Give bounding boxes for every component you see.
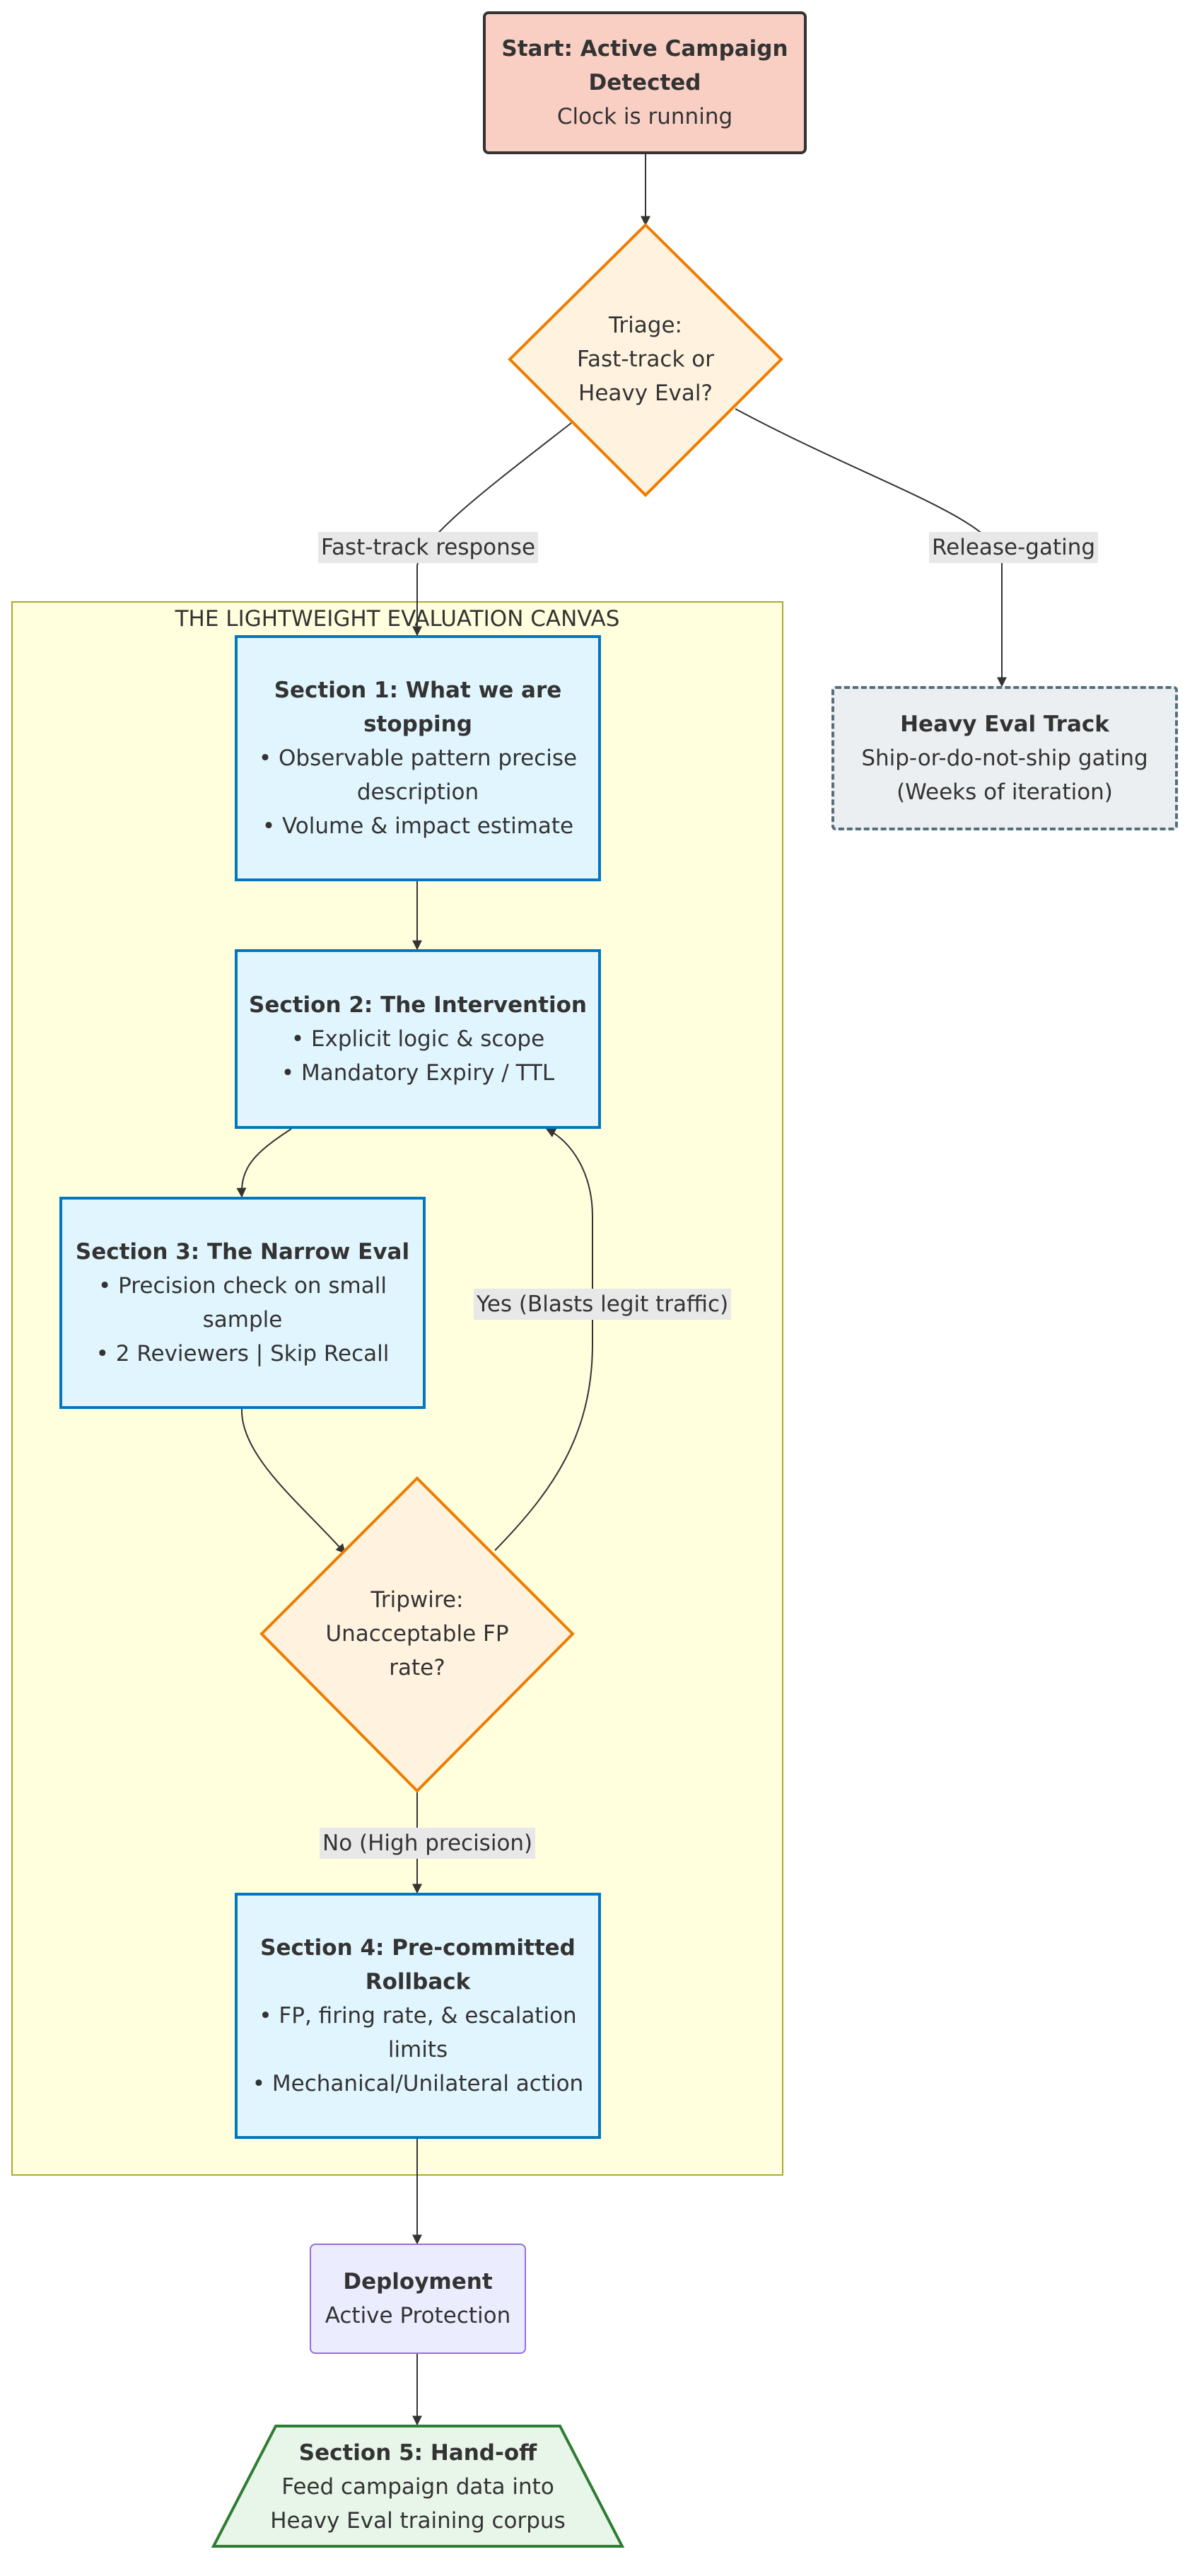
- triage-line-2: Fast-track or: [577, 347, 714, 372]
- section-2-node[interactable]: Section 2: The Intervention • Explicit l…: [235, 949, 601, 1129]
- deployment-subtitle: Active Protection: [325, 2303, 511, 2328]
- start-node-subtitle: Clock is running: [556, 104, 733, 129]
- section-5-line-1: Feed campaign data into: [281, 2474, 554, 2500]
- deployment-node[interactable]: Deployment Active Protection: [310, 2244, 526, 2354]
- section-2-bullet-1: • Explicit logic & scope: [291, 1026, 545, 1052]
- heavy-eval-line-1: Ship-or-do-not-ship gating: [861, 745, 1148, 771]
- section-5-title: Section 5: Hand-off: [298, 2440, 537, 2466]
- heavy-eval-line-2: (Weeks of iteration): [897, 779, 1113, 805]
- start-node[interactable]: Start: Active Campaign Detected Clock is…: [483, 11, 807, 154]
- edge-section3-to-tripwire: [240, 1408, 346, 1555]
- edge-tripwire-to-section2: [494, 1128, 593, 1551]
- edge-triage-to-section1: [412, 422, 572, 637]
- section-1-bullet-2: • Volume & impact estimate: [262, 813, 574, 839]
- section-4-title: Section 4: Pre-committed Rollback: [260, 1935, 576, 1995]
- triage-line-1: Triage:: [609, 313, 682, 338]
- section-2-bullet-2: • Mandatory Expiry / TTL: [281, 1060, 555, 1086]
- section-5-line-2: Heavy Eval training corpus: [270, 2508, 566, 2534]
- edge-section2-to-section3: [236, 1128, 292, 1198]
- section-3-node[interactable]: Section 3: The Narrow Eval • Precision c…: [59, 1197, 426, 1409]
- section-4-bullet-2: • Mechanical/Unilateral action: [252, 2071, 584, 2096]
- heavy-eval-title: Heavy Eval Track: [900, 712, 1109, 737]
- section-1-title: Section 1: What we are stopping: [274, 678, 562, 737]
- handoff-trapezoid: [211, 2425, 625, 2548]
- heavy-eval-track-node[interactable]: Heavy Eval Track Ship-or-do-not-ship gat…: [831, 686, 1178, 830]
- tripwire-line-1: Tripwire:: [370, 1587, 464, 1613]
- section-4-bullet-1: • FP, firing rate, & escalation limits: [259, 2003, 577, 2062]
- edge-label-yes-blasts-legit-traffic: Yes (Blasts legit traffic): [474, 1289, 732, 1320]
- section-3-bullet-2: • 2 Reviewers | Skip Recall: [95, 1341, 390, 1367]
- tripwire-line-3: rate?: [389, 1655, 445, 1681]
- deployment-title: Deployment: [343, 2269, 493, 2294]
- tripwire-diamond: [259, 1476, 575, 1793]
- section-4-node[interactable]: Section 4: Pre-committed Rollback • FP, …: [235, 1893, 601, 2139]
- section-2-title: Section 2: The Intervention: [249, 992, 587, 1018]
- section-1-bullet-1: • Observable pattern precise description: [258, 745, 578, 805]
- section-5-node[interactable]: Section 5: Hand-off Feed campaign data i…: [233, 2430, 602, 2543]
- edge-label-release-gating: Release-gating: [929, 532, 1099, 563]
- edge-label-no-high-precision: No (High precision): [320, 1828, 536, 1859]
- section-1-node[interactable]: Section 1: What we are stopping • Observ…: [235, 635, 601, 881]
- triage-line-3: Heavy Eval?: [578, 381, 713, 406]
- section-3-title: Section 3: The Narrow Eval: [75, 1239, 410, 1265]
- start-node-title: Start: Active Campaign Detected: [501, 36, 788, 95]
- triage-decision[interactable]: Triage: Fast-track or Heavy Eval?: [537, 308, 754, 410]
- tripwire-line-2: Unacceptable FP: [325, 1621, 509, 1647]
- cluster-title: THE LIGHTWEIGHT EVALUATION CANVAS: [175, 606, 620, 632]
- tripwire-decision[interactable]: Tripwire: Unacceptable FP rate?: [311, 1583, 523, 1685]
- edge-label-fast-track: Fast-track response: [318, 532, 539, 563]
- triage-diamond: [508, 223, 783, 497]
- section-3-bullet-1: • Precision check on small sample: [98, 1273, 387, 1333]
